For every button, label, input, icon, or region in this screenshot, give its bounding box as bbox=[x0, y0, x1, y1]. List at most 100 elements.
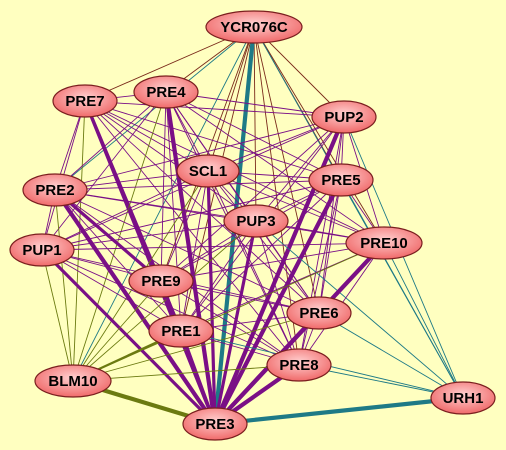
node-ellipse[interactable] bbox=[128, 264, 194, 298]
node-label: PUP1 bbox=[22, 242, 61, 259]
node-label: PRE5 bbox=[321, 172, 360, 189]
node-pre10[interactable]: PRE10 bbox=[345, 226, 423, 260]
edge-pre5-pre8 bbox=[298, 179, 342, 366]
edge-pre9-pre8 bbox=[160, 280, 300, 366]
edge-ycr076c-pup3 bbox=[253, 26, 257, 222]
node-label: SCL1 bbox=[189, 163, 227, 180]
edge-ycr076c-pre2 bbox=[54, 26, 255, 191]
edge-pre7-pre8 bbox=[84, 100, 300, 366]
edge-pre5-pup1 bbox=[41, 179, 342, 251]
node-ellipse[interactable] bbox=[22, 173, 88, 207]
node-ellipse[interactable] bbox=[311, 100, 377, 134]
node-pup3[interactable]: PUP3 bbox=[223, 204, 289, 238]
node-pup1[interactable]: PUP1 bbox=[9, 233, 75, 267]
node-pre8[interactable]: PRE8 bbox=[266, 348, 332, 382]
node-pre1[interactable]: PRE1 bbox=[148, 314, 214, 348]
edge-pup1-pre3 bbox=[40, 248, 217, 426]
edge-pre4-pre5 bbox=[165, 91, 342, 181]
edge-urh1-pre3 bbox=[212, 395, 466, 427]
node-label: PRE7 bbox=[65, 93, 104, 110]
edge-pup1-pre1 bbox=[41, 249, 182, 332]
node-ellipse[interactable] bbox=[52, 84, 118, 118]
node-ycr076c[interactable]: YCR076C bbox=[205, 10, 303, 44]
node-ellipse[interactable] bbox=[430, 381, 496, 415]
node-pre3[interactable]: PRE3 bbox=[182, 407, 248, 441]
edge-pre4-pre3 bbox=[163, 89, 218, 427]
edge-pre2-pre6 bbox=[54, 189, 320, 314]
edge-pre10-pup1 bbox=[41, 242, 385, 251]
node-ellipse[interactable] bbox=[205, 10, 303, 44]
node-label: PUP3 bbox=[236, 213, 275, 230]
edge-pup3-pre1 bbox=[180, 220, 257, 332]
node-label: PRE6 bbox=[299, 305, 338, 322]
edge-pre6-blm10 bbox=[72, 312, 320, 382]
edge-pre6-pre3 bbox=[212, 310, 322, 427]
node-label: PRE8 bbox=[279, 357, 318, 374]
node-label: PRE3 bbox=[195, 416, 234, 433]
edge-pre4-pre2 bbox=[54, 91, 167, 191]
node-ellipse[interactable] bbox=[34, 364, 112, 398]
node-label: PRE2 bbox=[35, 182, 74, 199]
edge-pup2-pre6 bbox=[318, 116, 345, 314]
node-label: PRE10 bbox=[360, 235, 408, 252]
node-ellipse[interactable] bbox=[308, 163, 374, 197]
edge-scl1-pre10 bbox=[207, 170, 385, 244]
edge-pup3-pre3 bbox=[213, 219, 258, 426]
edge-pup3-pup1 bbox=[41, 220, 257, 251]
node-blm10[interactable]: BLM10 bbox=[34, 364, 112, 398]
node-ellipse[interactable] bbox=[182, 407, 248, 441]
edge-pre7-pre5 bbox=[84, 100, 342, 181]
edge-pre5-pre6 bbox=[318, 179, 342, 314]
edge-scl1-pre6 bbox=[207, 170, 320, 314]
edge-pre10-pre9 bbox=[160, 242, 385, 282]
edge-scl1-pre8 bbox=[207, 170, 300, 366]
node-ellipse[interactable] bbox=[345, 226, 423, 260]
edge-pre4-pre10 bbox=[165, 91, 385, 244]
node-label: URH1 bbox=[443, 390, 484, 407]
edge-pup2-pup3 bbox=[255, 116, 345, 222]
node-pre7[interactable]: PRE7 bbox=[52, 84, 118, 118]
edge-scl1-pre9 bbox=[160, 170, 209, 282]
node-urh1[interactable]: URH1 bbox=[430, 381, 496, 415]
edge-pre2-pre3 bbox=[52, 187, 218, 427]
edge-ycr076c-blm10 bbox=[72, 26, 255, 382]
node-ellipse[interactable] bbox=[148, 314, 214, 348]
node-pre4[interactable]: PRE4 bbox=[133, 75, 199, 109]
node-ellipse[interactable] bbox=[9, 233, 75, 267]
edge-pup3-blm10 bbox=[72, 220, 257, 382]
node-pre5[interactable]: PRE5 bbox=[308, 163, 374, 197]
edge-pre2-pre10 bbox=[54, 189, 385, 244]
edge-pre9-blm10 bbox=[72, 280, 162, 382]
node-pre6[interactable]: PRE6 bbox=[286, 296, 352, 330]
node-label: PRE9 bbox=[141, 273, 180, 290]
edge-pre7-pup2 bbox=[84, 100, 345, 118]
node-label: PRE1 bbox=[161, 323, 200, 340]
edge-ycr076c-pre10 bbox=[253, 26, 385, 244]
node-ellipse[interactable] bbox=[176, 154, 240, 188]
node-label: PRE4 bbox=[146, 84, 186, 101]
node-scl1[interactable]: SCL1 bbox=[176, 154, 240, 188]
node-pup2[interactable]: PUP2 bbox=[311, 100, 377, 134]
edge-pre5-pre3 bbox=[212, 177, 344, 427]
node-label: YCR076C bbox=[220, 19, 288, 36]
node-ellipse[interactable] bbox=[286, 296, 352, 330]
node-pre9[interactable]: PRE9 bbox=[128, 264, 194, 298]
edge-pre6-urh1 bbox=[318, 312, 464, 399]
edge-pup3-urh1 bbox=[255, 220, 464, 399]
node-ellipse[interactable] bbox=[133, 75, 199, 109]
edge-pre10-urh1 bbox=[383, 242, 464, 399]
edge-pup2-urh1 bbox=[343, 116, 464, 399]
edge-scl1-pup1 bbox=[41, 170, 209, 251]
edge-scl1-pre1 bbox=[180, 170, 209, 332]
node-ellipse[interactable] bbox=[223, 204, 289, 238]
edge-ycr076c-pre9 bbox=[160, 26, 255, 282]
edge-pre2-pre9 bbox=[53, 188, 163, 283]
node-pre2[interactable]: PRE2 bbox=[22, 173, 88, 207]
edge-pre2-pre1 bbox=[54, 189, 182, 332]
node-ellipse[interactable] bbox=[266, 348, 332, 382]
edge-ycr076c-scl1 bbox=[207, 26, 255, 172]
nodes-layer: YCR076C PRE7 PRE4PUP2SCL1PRE5PRE2PUP3PRE10… bbox=[9, 10, 496, 441]
edge-pre4-pup1 bbox=[41, 91, 167, 251]
edge-pre2-blm10 bbox=[54, 189, 74, 382]
